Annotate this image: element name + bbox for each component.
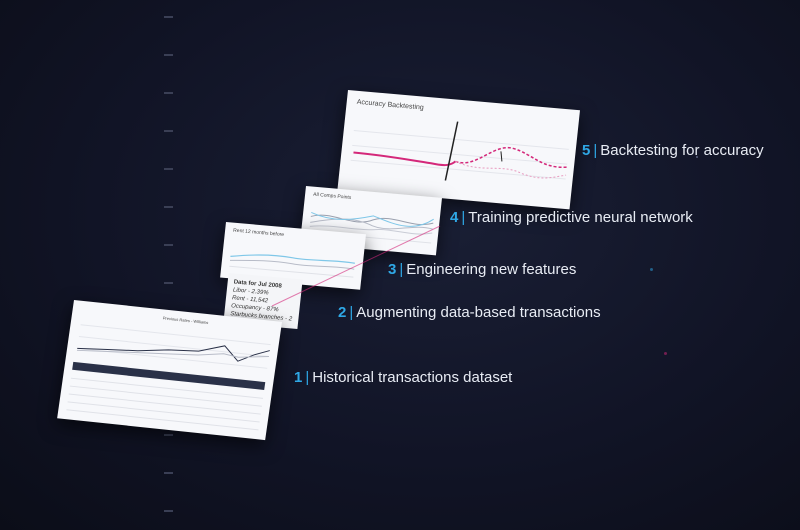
timeline-tick: [164, 130, 173, 132]
step-2: 2|Augmenting data-based transactions: [338, 304, 601, 321]
step-1-label: Historical transactions dataset: [312, 369, 513, 386]
history-card: Previous Rates - Williams: [57, 300, 282, 441]
step-4: 4|Training predictive neural network: [450, 209, 693, 226]
history-chart: [76, 324, 271, 369]
timeline-tick: [164, 168, 173, 170]
backtesting-chart: [350, 121, 569, 181]
step-5-num: 5: [582, 142, 591, 159]
step-1-num: 1: [294, 369, 303, 386]
step-2-num: 2: [338, 304, 347, 321]
timeline-tick: [164, 92, 173, 94]
decor-dot: [664, 352, 667, 355]
backtesting-card: Accuracy Backtesting: [337, 90, 580, 210]
timeline-tick: [164, 472, 173, 474]
step-3-label: Engineering new features: [406, 261, 577, 278]
step-2-label: Augmenting data-based transactions: [356, 304, 601, 321]
step-4-label: Training predictive neural network: [468, 209, 693, 226]
step-3: 3|Engineering new features: [388, 261, 577, 278]
timeline-tick: [164, 434, 173, 436]
step-5: 5|Backtesting for accuracy: [582, 142, 764, 159]
timeline-tick: [164, 282, 173, 284]
timeline-tick: [164, 54, 173, 56]
decor-dot: [650, 268, 653, 271]
timeline-tick: [164, 244, 173, 246]
step-4-num: 4: [450, 209, 459, 226]
timeline-tick: [164, 16, 173, 18]
step-1: 1|Historical transactions dataset: [294, 369, 513, 386]
step-5-label: Backtesting for accuracy: [600, 142, 764, 159]
decor-dot: [696, 156, 698, 158]
step-3-num: 3: [388, 261, 397, 278]
timeline-tick: [164, 510, 173, 512]
timeline-tick: [164, 206, 173, 208]
